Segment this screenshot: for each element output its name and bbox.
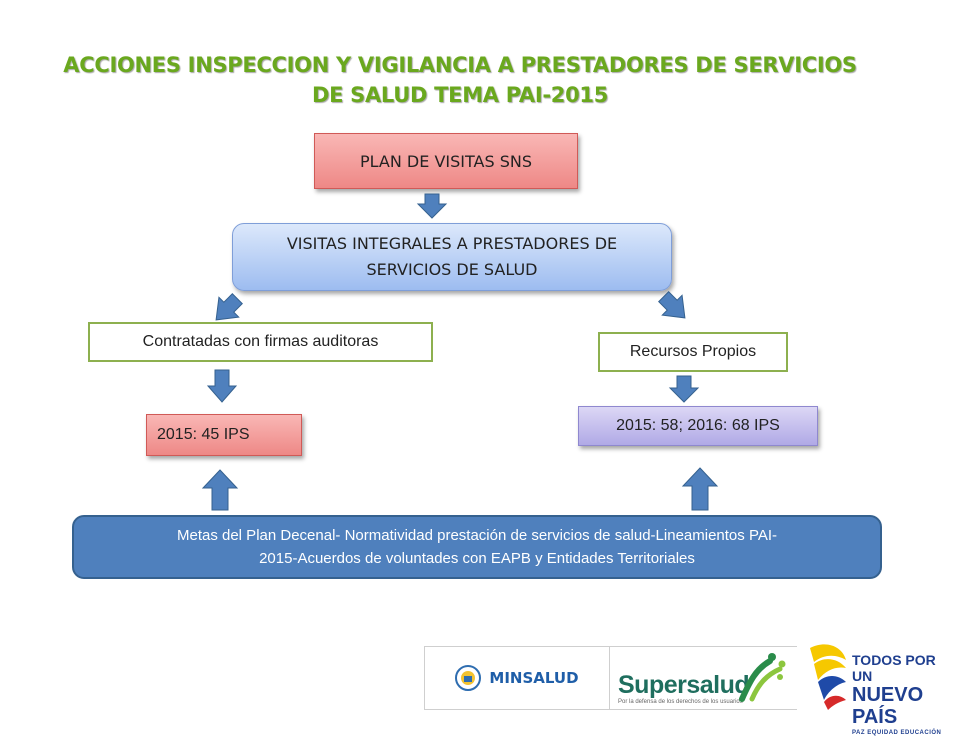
- recursos-propios-label: Recursos Propios: [629, 343, 757, 360]
- todos-line-3: PAZ EQUIDAD EDUCACIÓN: [852, 730, 942, 736]
- todos-line-1: TODOS POR UN: [852, 652, 936, 684]
- arrow-up-icon: [201, 469, 239, 511]
- supersalud-text: Supersalud: [618, 671, 750, 699]
- visitas-integrales-box: VISITAS INTEGRALES A PRESTADORES DE SERV…: [232, 223, 672, 291]
- colombia-seal-icon: [455, 665, 482, 691]
- supersalud-figures-icon: [739, 653, 786, 702]
- title-line-1: ACCIONES INSPECCION Y VIGILANCIA A PREST…: [63, 53, 857, 77]
- minsalud-logo: MINSALUD: [425, 647, 610, 709]
- footer-logos: MINSALUD Supersalud Por la defensa de lo…: [424, 646, 797, 710]
- arrow-up-icon: [681, 467, 719, 511]
- plan-visitas-box: PLAN DE VISITAS SNS: [314, 133, 578, 189]
- page-title: ACCIONES INSPECCION Y VIGILANCIA A PREST…: [60, 50, 860, 110]
- ips-right-box: 2015: 58; 2016: 68 IPS: [578, 406, 818, 446]
- supersalud-tagline: Por la defensa de los derechos de los us…: [618, 699, 743, 705]
- todos-por-un-nuevo-pais-logo: TODOS POR UN NUEVO PAÍS PAZ EQUIDAD EDUC…: [806, 636, 956, 736]
- arrow-down-icon: [668, 375, 700, 403]
- arrow-down-left-icon: [215, 293, 243, 321]
- contratadas-label: Contratadas con firmas auditoras: [142, 333, 379, 350]
- metas-line-1: Metas del Plan Decenal- Normatividad pre…: [176, 527, 777, 544]
- metas-box: Metas del Plan Decenal- Normatividad pre…: [72, 515, 882, 579]
- title-line-2: DE SALUD TEMA PAI-2015: [311, 83, 609, 107]
- contratadas-box: Contratadas con firmas auditoras: [88, 322, 433, 362]
- supersalud-logo: Supersalud Por la defensa de los derecho…: [610, 647, 797, 709]
- arrow-down-icon: [206, 369, 238, 403]
- minsalud-text: MINSALUD: [489, 669, 579, 687]
- ips-left-box: 2015: 45 IPS: [146, 414, 302, 456]
- arrow-down-icon: [416, 193, 448, 219]
- todos-line-2: NUEVO PAÍS: [852, 684, 924, 728]
- ips-left-label: 2015: 45 IPS: [157, 426, 250, 443]
- metas-line-2: 2015-Acuerdos de voluntades con EAPB y E…: [259, 550, 695, 567]
- visitas-line-1: VISITAS INTEGRALES A PRESTADORES DE: [286, 234, 618, 253]
- plan-visitas-label: PLAN DE VISITAS SNS: [360, 151, 532, 171]
- visitas-line-2: SERVICIOS DE SALUD: [366, 260, 538, 279]
- arrow-down-right-icon: [658, 291, 686, 319]
- flag-swoosh-icon: [810, 644, 846, 710]
- recursos-propios-box: Recursos Propios: [598, 332, 788, 372]
- ips-right-label: 2015: 58; 2016: 68 IPS: [616, 417, 780, 434]
